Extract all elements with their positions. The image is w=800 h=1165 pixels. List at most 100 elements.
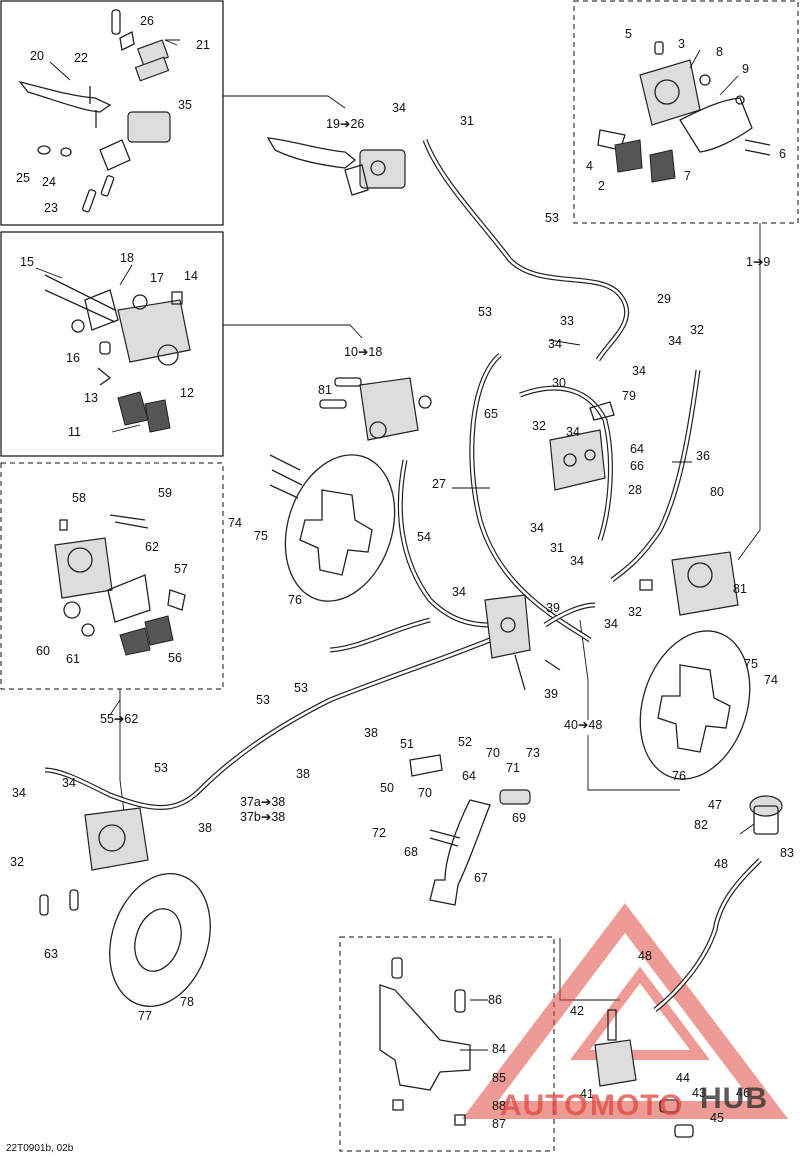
callout-label: 69	[512, 811, 526, 825]
callout-label: 2	[598, 179, 605, 193]
callout-label: 34	[548, 337, 562, 351]
callout-label: 37b➔38	[240, 810, 285, 824]
callout-label: 28	[628, 483, 642, 497]
callout-label: 11	[68, 425, 81, 439]
rear-master-cylinder	[594, 795, 783, 1138]
callout-label: 34	[530, 521, 544, 535]
callout-label: 60	[36, 644, 50, 658]
rear-caliper-inset	[54, 514, 186, 656]
callout-label: 29	[657, 292, 671, 306]
callout-label: 5	[625, 27, 632, 41]
callout-label: 27	[432, 477, 446, 491]
front-brake-disc-right	[639, 630, 751, 780]
callout-label: 12	[180, 386, 194, 400]
front-right-caliper-inset	[597, 41, 771, 183]
callout-label: 86	[488, 993, 502, 1007]
callout-label: 31	[550, 541, 564, 555]
callout-label: 78	[180, 995, 194, 1009]
callout-label: 85	[492, 1071, 506, 1085]
callout-label: 74	[764, 673, 778, 687]
callout-label: 21	[196, 38, 210, 52]
callout-label: 48	[638, 949, 652, 963]
callout-label: 53	[256, 693, 270, 707]
callout-label: 26	[140, 14, 154, 28]
inset-box-front-caliper-left	[0, 231, 224, 457]
callout-label: 56	[168, 651, 182, 665]
callout-label: 42	[570, 1004, 584, 1018]
front-left-caliper-inset	[44, 274, 191, 433]
callout-label: 81	[733, 582, 747, 596]
callout-label: 70	[486, 746, 500, 760]
callout-label: 9	[742, 62, 749, 76]
callout-label: 70	[418, 786, 432, 800]
callout-label: 54	[417, 530, 431, 544]
callout-label: 1➔9	[746, 255, 770, 269]
leader-40-48b	[587, 735, 680, 791]
callout-label: 17	[150, 271, 164, 285]
callout-label: 68	[404, 845, 418, 859]
watermark-logo	[461, 903, 789, 1119]
front-brake-disc-left	[269, 454, 396, 602]
svg-text:HUB: HUB	[700, 1082, 768, 1115]
callout-label: 18	[120, 251, 134, 265]
lever-assembly-inset	[18, 9, 171, 213]
main-brake-lever	[266, 137, 406, 196]
callout-label: 75	[744, 657, 758, 671]
leader-40-48	[579, 619, 589, 720]
callout-label: 13	[84, 391, 98, 405]
leader-lines	[35, 39, 755, 1051]
callout-label: 79	[622, 389, 636, 403]
callout-label: 15	[20, 255, 34, 269]
callout-label: 59	[158, 486, 172, 500]
callout-label: 81	[318, 383, 332, 397]
callout-label: 40➔48	[564, 718, 602, 732]
callout-label: 8	[716, 45, 723, 59]
callout-label: 38	[296, 767, 310, 781]
callout-label: 88	[492, 1099, 506, 1113]
rear-brake-disc	[109, 872, 211, 1008]
leader-box1	[223, 95, 346, 109]
callout-label: 34	[632, 364, 646, 378]
callout-label: 72	[372, 826, 386, 840]
callout-label: 39	[546, 601, 560, 615]
callout-label: 53	[294, 681, 308, 695]
callout-label: 43	[692, 1086, 706, 1100]
front-right-caliper	[639, 551, 739, 616]
inset-box-front-caliper-right	[573, 0, 799, 224]
callout-label: 19➔26	[326, 117, 364, 131]
callout-label: 39	[544, 687, 558, 701]
brake-distribution-block	[549, 401, 615, 491]
callout-label: 34	[570, 554, 584, 568]
callout-label: 47	[708, 798, 722, 812]
callout-label: 32	[690, 323, 704, 337]
brake-lines	[44, 139, 762, 1012]
callout-label: 7	[684, 169, 691, 183]
callout-label: 52	[458, 735, 472, 749]
callout-label: 6	[779, 147, 786, 161]
callout-label: 75	[254, 529, 268, 543]
callout-label: 83	[780, 846, 794, 860]
callout-label: 50	[380, 781, 394, 795]
callout-label: 37a➔38	[240, 795, 285, 809]
callout-label: 84	[492, 1042, 506, 1056]
callout-label: 62	[145, 540, 159, 554]
callout-label: 44	[676, 1071, 690, 1085]
callout-label: 30	[552, 376, 566, 390]
callout-label: 63	[44, 947, 58, 961]
callout-label: 33	[560, 314, 574, 328]
callout-label: 87	[492, 1117, 506, 1131]
callout-label: 34	[452, 585, 466, 599]
callout-label: 22	[74, 51, 88, 65]
mounting-bracket	[379, 957, 471, 1126]
callout-label: 74	[228, 516, 242, 530]
inset-box-bracket	[339, 936, 555, 1152]
figure-code: 22T0901b, 02b	[6, 1143, 74, 1154]
callout-label: 80	[710, 485, 724, 499]
callout-label: 65	[484, 407, 498, 421]
callout-label: 46	[736, 1086, 750, 1100]
callout-label: 34	[604, 617, 618, 631]
callout-label: 20	[30, 49, 44, 63]
callout-label: 34	[392, 101, 406, 115]
callout-label: 45	[710, 1111, 724, 1125]
